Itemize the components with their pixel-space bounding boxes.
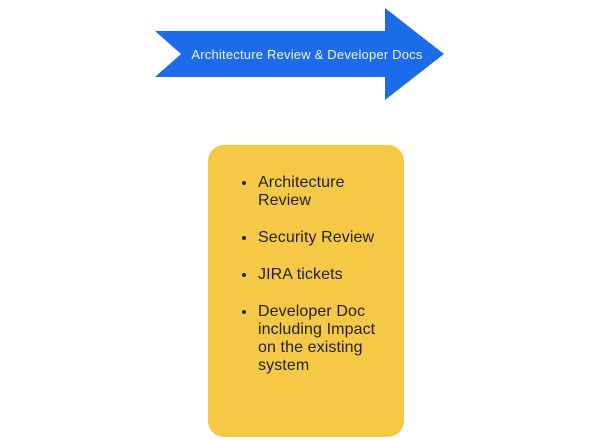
deliverables-card: Architecture Review Security Review JIRA… [208,145,404,437]
arrow-shape [155,8,444,100]
list-item: Security Review [242,229,390,247]
bullet-icon [242,273,246,277]
list-item: JIRA tickets [242,266,390,284]
arrow-label: Architecture Review & Developer Docs [191,46,423,62]
bullet-icon [242,310,246,314]
list-item: Architecture Review [242,174,390,210]
list-item-text: Developer Doc including Impact on the ex… [258,303,376,374]
list-item-text: Architecture Review [258,174,345,209]
bullet-icon [242,236,246,240]
list-item-text: Security Review [258,229,375,246]
process-arrow: Architecture Review & Developer Docs [154,8,446,100]
list-item: Developer Doc including Impact on the ex… [242,303,390,375]
deliverables-list: Architecture Review Security Review JIRA… [208,145,404,375]
list-item-text: JIRA tickets [258,266,343,283]
bullet-icon [242,181,246,185]
